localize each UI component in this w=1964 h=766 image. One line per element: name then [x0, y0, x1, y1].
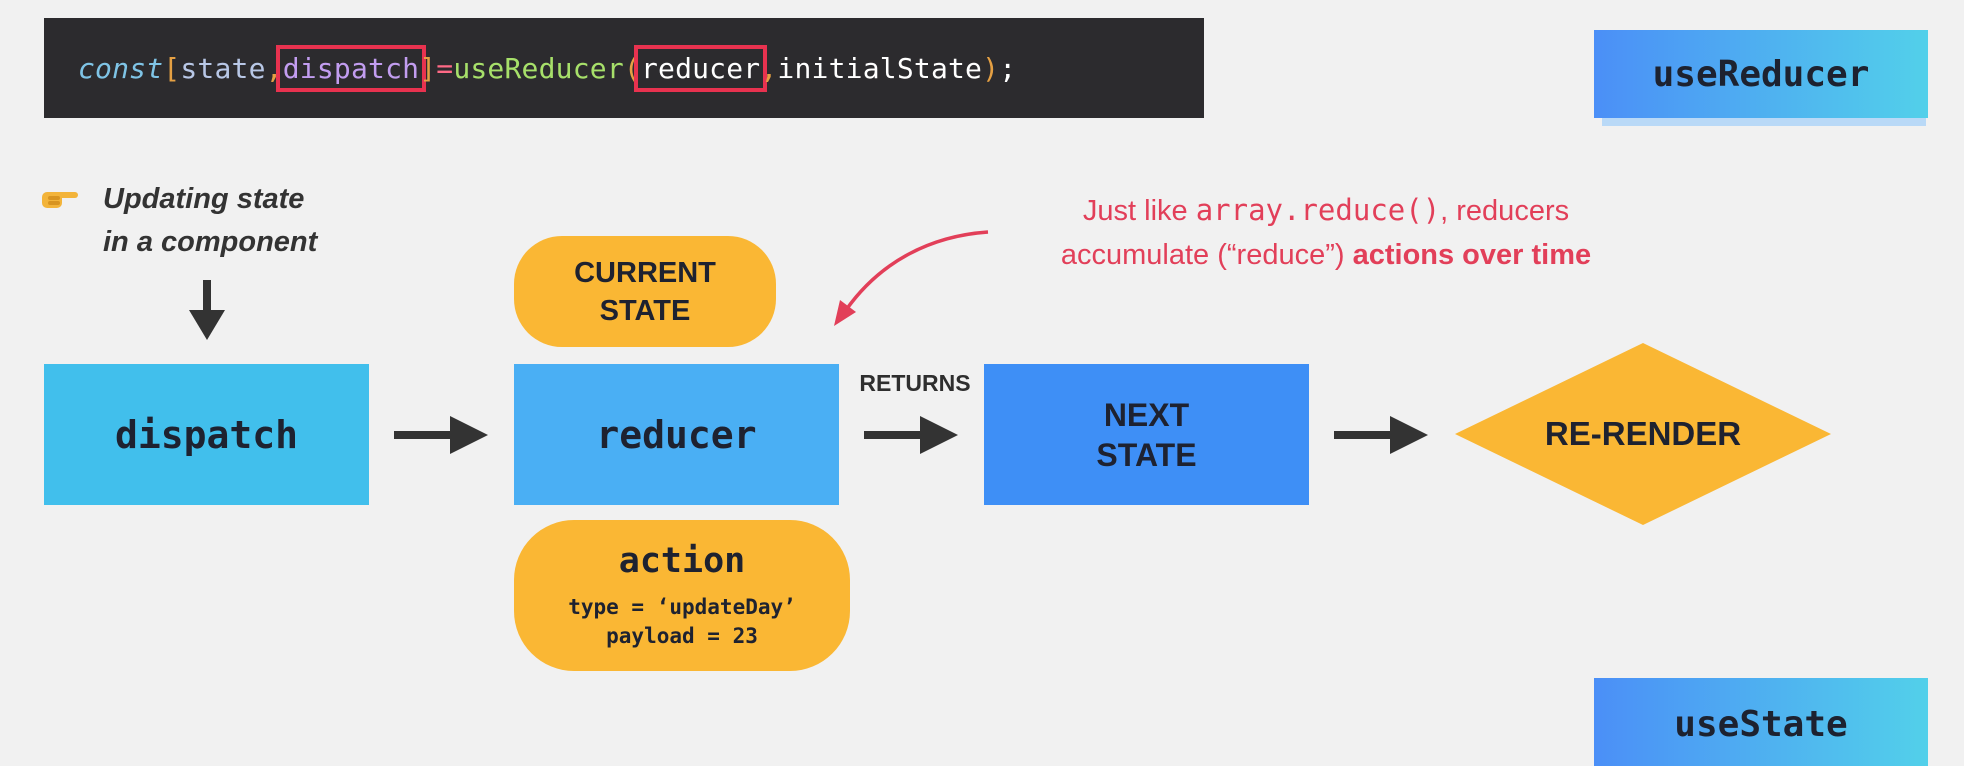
action-type: type = ‘updateDay’ — [568, 594, 796, 619]
code-semicolon: ; — [999, 51, 1017, 85]
action-pill: action type = ‘updateDay’ payload = 23 — [514, 520, 850, 671]
right-arrow-icon — [394, 416, 488, 454]
right-arrow-icon-2 — [1334, 416, 1428, 454]
current-state-pill: CURRENT STATE — [514, 236, 776, 347]
next-state-box: NEXT STATE — [984, 364, 1309, 505]
dispatch-box: dispatch — [44, 364, 369, 505]
code-dispatch-highlight: dispatch — [275, 44, 427, 92]
code-open-bracket: [ — [163, 51, 181, 85]
next-state-line-2: STATE — [1096, 436, 1197, 473]
hook-title-badge: useReducer — [1594, 30, 1928, 118]
returns-label: RETURNS — [859, 370, 971, 396]
code-comma-2: , — [760, 51, 778, 85]
code-state: state — [180, 51, 266, 85]
reduce-note: Just like array.reduce(), reducers accum… — [996, 188, 1656, 277]
note-mid: , reducers — [1440, 195, 1570, 227]
down-arrow-icon — [189, 280, 225, 340]
note-prefix: Just like — [1082, 195, 1196, 227]
current-state-line-2: STATE — [599, 294, 691, 327]
code-comma: , — [265, 51, 283, 85]
code-initial-state: initialState — [777, 51, 983, 85]
intro-line-1: Updating state — [103, 183, 305, 215]
intro-text: Updating state in a component — [103, 178, 393, 264]
note-line-1: Just like array.reduce(), reducers — [996, 188, 1656, 233]
rerender-diamond — [1455, 343, 1831, 525]
note-line2-bold: actions over time — [1352, 239, 1592, 271]
code-open-paren: ( — [623, 51, 641, 85]
code-snippet: const [state, dispatch] = useReducer(red… — [44, 18, 1204, 118]
intro-line-2: in a component — [103, 226, 318, 258]
next-state-line-1: NEXT — [1103, 396, 1190, 433]
note-code: array.reduce() — [1195, 193, 1441, 227]
action-title: action — [618, 540, 746, 581]
reducer-box: reducer — [514, 364, 839, 505]
code-equals: = — [436, 51, 454, 85]
returns-arrow-icon — [864, 416, 958, 454]
code-hook-name: useReducer — [453, 51, 624, 85]
code-reducer-highlight: reducer — [633, 44, 768, 92]
note-line-2: accumulate (“reduce”) actions over time — [996, 233, 1656, 277]
rerender-label: RE-RENDER — [1544, 415, 1742, 452]
code-close-bracket: ] — [419, 51, 437, 85]
curved-arrow-icon — [834, 230, 989, 326]
usestate-badge: useState — [1594, 678, 1928, 766]
current-state-line-1: CURRENT — [574, 256, 716, 289]
code-close-paren: ) — [982, 51, 1000, 85]
code-const-keyword: const — [78, 51, 164, 85]
note-line2-start: accumulate (“reduce”) — [1060, 239, 1353, 271]
action-payload: payload = 23 — [606, 623, 758, 648]
pointing-hand-icon — [42, 192, 78, 208]
